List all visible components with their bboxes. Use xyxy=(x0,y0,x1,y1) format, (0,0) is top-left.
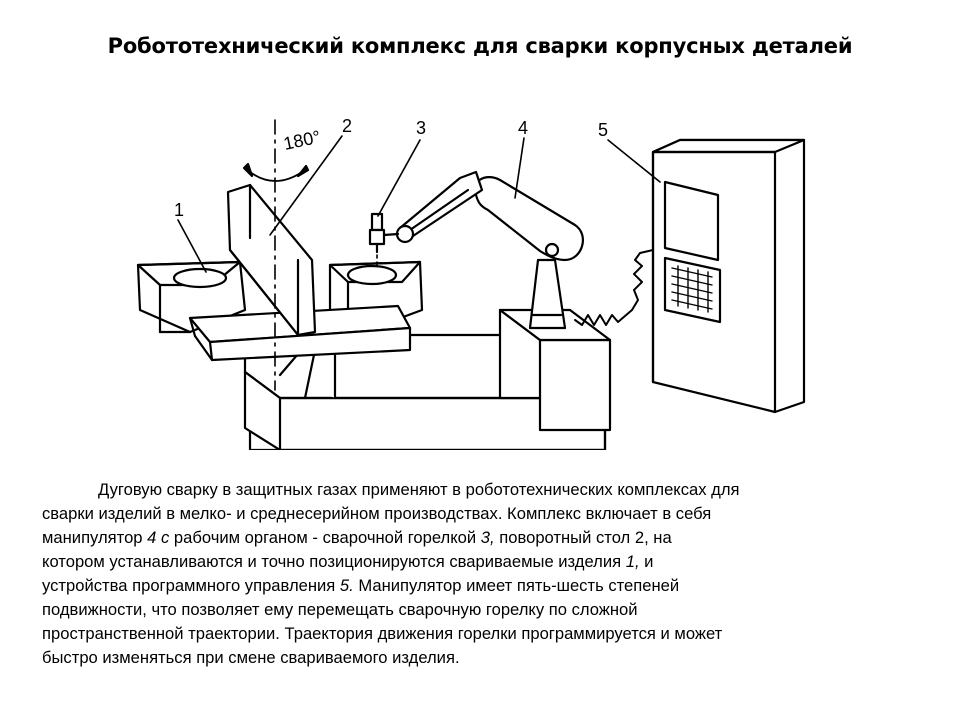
description-line: котором устанавливаются и точно позицион… xyxy=(42,552,654,571)
description-paragraph: Дуговую сварку в защитных газах применяю… xyxy=(42,478,922,670)
page-title: Робототехнический комплекс для сварки ко… xyxy=(107,34,853,58)
rotary-table xyxy=(136,119,424,391)
description-line: подвижности, что позволяет ему перемещат… xyxy=(42,600,638,619)
control-cable xyxy=(574,249,654,326)
description-line: пространственной траектории. Траектория … xyxy=(42,624,723,643)
rotation-angle-label: 180° xyxy=(282,127,323,154)
label-2: 2 xyxy=(342,116,352,136)
label-4: 4 xyxy=(518,118,528,138)
robotic-welding-complex-diagram: 1 2 3 4 5 180° xyxy=(120,110,820,450)
description-line: манипулятор 4 с рабочим органом - свароч… xyxy=(42,528,672,547)
label-5: 5 xyxy=(598,120,608,140)
description-line: сварки изделий в мелко- и среднесерийном… xyxy=(42,504,712,523)
leader-lines xyxy=(177,135,661,273)
label-1: 1 xyxy=(174,200,184,220)
description-line: Дуговую сварку в защитных газах применяю… xyxy=(98,480,740,499)
description-line: устройства программного управления 5. Ма… xyxy=(42,576,680,595)
description-line: быстро изменяться при смене свариваемого… xyxy=(42,648,460,667)
label-3: 3 xyxy=(416,118,426,138)
welding-torch xyxy=(368,212,400,269)
manipulator-arm xyxy=(395,170,585,330)
control-cabinet xyxy=(651,138,806,414)
